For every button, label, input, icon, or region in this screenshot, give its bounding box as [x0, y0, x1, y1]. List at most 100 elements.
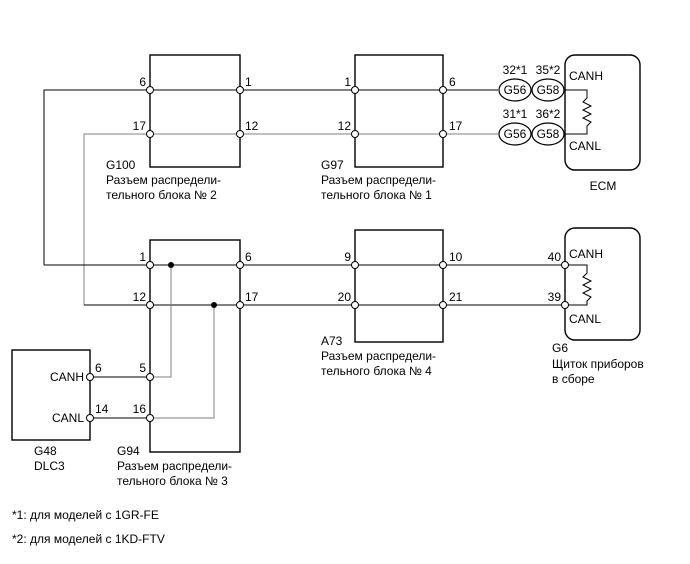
- connector-desc: в сборе: [552, 372, 595, 386]
- wire-splice-canl: [150, 305, 215, 419]
- connector-desc: Разъем распредели-: [321, 173, 436, 187]
- splice-points: [168, 262, 217, 308]
- pin-label: 17: [245, 290, 259, 304]
- pin-label: 40: [548, 250, 562, 264]
- connector-code: G97: [321, 158, 344, 172]
- connector-code: A73: [321, 334, 343, 348]
- pin-label: 1: [344, 75, 351, 89]
- connector-code: G94: [117, 444, 140, 458]
- wire-canl-top: [83, 133, 498, 305]
- footnote-2: *2: для моделей с 1KD-FTV: [12, 532, 165, 546]
- g48-box: [11, 349, 91, 441]
- pin-label: 6: [139, 75, 146, 89]
- connector-desc: тельного блока № 1: [321, 188, 432, 202]
- g97-box: [354, 54, 444, 168]
- pin-terminal: [439, 301, 447, 309]
- pin-terminal: [439, 130, 447, 138]
- pin-terminal: [146, 261, 154, 269]
- pin-terminal: [146, 414, 154, 422]
- g6-resistor-wire: [565, 264, 593, 306]
- ecm-pin-label: 31*1: [503, 107, 528, 121]
- pin-terminal: [86, 414, 94, 422]
- pin-terminal: [439, 86, 447, 94]
- ecm-box: [564, 54, 641, 171]
- a73-box: [354, 229, 444, 343]
- g58-canh-ellipse: [531, 78, 565, 102]
- g94-box: [149, 239, 241, 453]
- pin-terminal: [236, 301, 244, 309]
- pin-label: 12: [133, 290, 147, 304]
- connector-desc: Разъем распредели-: [117, 459, 232, 473]
- pin-label: 14: [95, 402, 109, 416]
- pin-label: 39: [548, 290, 562, 304]
- pin-terminal: [236, 130, 244, 138]
- pin-terminal: [236, 261, 244, 269]
- pin-label: 1: [139, 250, 146, 264]
- splice-dot-canh: [168, 262, 174, 268]
- pin-terminal: [351, 86, 359, 94]
- connector-desc: Разъем распредели-: [321, 349, 436, 363]
- pin-label: 6: [449, 75, 456, 89]
- connector-desc: Щиток приборов: [552, 357, 644, 371]
- pin-label: 6: [95, 361, 102, 375]
- g58-canl-ellipse: [531, 122, 565, 146]
- connector-code: G48: [34, 444, 57, 458]
- pin-terminal: [86, 373, 94, 381]
- pin-terminal: [146, 373, 154, 381]
- inline-connector-code: G58: [537, 127, 560, 141]
- pin-terminal: [146, 301, 154, 309]
- ecm-resistor-wire: [565, 89, 593, 135]
- connector-desc: тельного блока № 3: [117, 474, 228, 488]
- pin-terminal: [439, 261, 447, 269]
- connector-desc: тельного блока № 4: [321, 364, 432, 378]
- pin-terminal: [236, 86, 244, 94]
- connector-desc: тельного блока № 2: [106, 188, 217, 202]
- dlc-canh-label: CANH: [50, 370, 84, 384]
- ecm-pin-label: 32*1: [503, 63, 528, 77]
- pin-label: 1: [245, 75, 252, 89]
- labels: 6 1 17 12 G100 Разъем распредели- тельно…: [34, 63, 644, 488]
- footnote-1: *1: для моделей с 1GR-FE: [12, 508, 159, 522]
- connector-code: G6: [552, 341, 568, 355]
- pin-label: 12: [245, 119, 259, 133]
- ecm-canh-label: CANH: [569, 69, 603, 83]
- pin-label: 6: [245, 250, 252, 264]
- inline-connector-code: G56: [504, 127, 527, 141]
- g100-box: [149, 54, 241, 168]
- g56-canl-ellipse: [498, 122, 532, 146]
- pin-terminal: [351, 261, 359, 269]
- pin-terminal: [351, 130, 359, 138]
- pin-terminal: [561, 301, 569, 309]
- connector-code: G100: [106, 158, 136, 172]
- ecm-label: ECM: [590, 179, 617, 193]
- connector-boxes: [11, 54, 641, 453]
- g6-canh-label: CANH: [569, 247, 603, 261]
- splice-dot-canl: [211, 302, 217, 308]
- inline-connector-code: G56: [504, 83, 527, 97]
- pin-label: 21: [449, 290, 463, 304]
- wire-canh-top: [43, 89, 498, 265]
- ecm-canl-label: CANL: [569, 139, 601, 153]
- pin-label: 20: [338, 290, 352, 304]
- ecm-pin-label: 36*2: [536, 107, 561, 121]
- g6-canl-label: CANL: [569, 312, 601, 326]
- pin-label: 5: [139, 361, 146, 375]
- pin-terminals: [86, 86, 569, 422]
- pin-terminal: [146, 130, 154, 138]
- pin-label: 17: [449, 119, 463, 133]
- pin-terminal: [146, 86, 154, 94]
- pin-label: 17: [133, 119, 147, 133]
- wires: [43, 89, 593, 419]
- dlc-canl-label: CANL: [52, 411, 84, 425]
- ecm-inline-connectors: [498, 78, 565, 146]
- connector-desc: DLC3: [34, 459, 65, 473]
- inline-connector-code: G58: [537, 83, 560, 97]
- pin-terminal: [351, 301, 359, 309]
- pin-label: 16: [133, 402, 147, 416]
- pin-label: 10: [449, 250, 463, 264]
- connector-desc: Разъем распредели-: [106, 173, 221, 187]
- pin-label: 9: [344, 250, 351, 264]
- pin-terminal: [561, 261, 569, 269]
- g6-box: [564, 227, 641, 341]
